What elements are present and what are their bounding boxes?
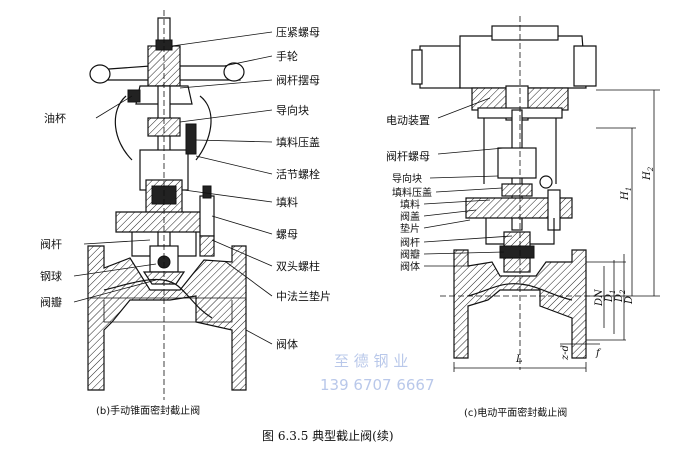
label-gasket-c: 垫片: [400, 222, 420, 235]
watermark-phone: 139 6707 6667: [320, 376, 435, 394]
watermark-company: 至 德 钢 业: [334, 352, 408, 370]
label-stem: 阀杆: [40, 237, 62, 251]
watermark: 至 德 钢 业 139 6707 6667: [320, 352, 435, 394]
dim-d2: D2: [614, 289, 627, 303]
label-eye-bolt: 活节螺栓: [276, 167, 320, 181]
label-guide-block-c: 导向块: [392, 172, 422, 185]
dim-l: L: [515, 354, 523, 365]
label-actuator: 电动装置: [386, 114, 430, 127]
right-labels: 电动装置 阀杆螺母 导向块 填料压盖 填料 阀盖 垫片 阀杆 阀瓣 阀体 H1 …: [386, 114, 655, 419]
dim-dn: DN: [594, 288, 605, 307]
left-labels: 压紧螺母 手轮 阀杆摆母 导向块 油杯 填料压盖 活节螺栓 填料 阀杆 螺母 双…: [40, 26, 331, 417]
caption-left: (b)手动锥面密封截止阀: [96, 404, 200, 417]
dim-h1: H1: [620, 187, 633, 201]
left-leader-lines: [73, 31, 273, 345]
label-gland-nut: 压紧螺母: [276, 26, 320, 39]
label-disc-c: 阀瓣: [400, 248, 420, 261]
dim-zd: z-d: [560, 345, 571, 361]
label-body-c: 阀体: [400, 260, 420, 273]
caption-right: (c)电动平面密封截止阀: [464, 406, 567, 419]
dim-h2: H2: [642, 166, 655, 181]
right-dimension-lines: [453, 89, 660, 372]
label-packing-gland: 填料压盖: [276, 135, 320, 149]
label-handwheel: 手轮: [276, 49, 298, 63]
dim-d: D: [624, 296, 635, 305]
label-body: 阀体: [276, 337, 298, 351]
label-stud: 双头螺柱: [276, 259, 320, 273]
label-bonnet-c: 阀盖: [400, 210, 420, 223]
figure-title: 图 6.3.5 典型截止阀(续): [262, 429, 394, 443]
label-stem-nut-c: 阀杆螺母: [386, 149, 430, 163]
label-nut: 螺母: [276, 228, 298, 241]
label-packing-c: 填料: [400, 198, 420, 211]
right-leader-lines: [423, 97, 513, 267]
label-packing: 填料: [276, 195, 298, 209]
label-packing-gland-c: 填料压盖: [392, 186, 432, 199]
label-guide-block: 导向块: [276, 103, 309, 117]
label-steel-ball: 钢球: [40, 269, 62, 283]
label-flange-gasket: 中法兰垫片: [276, 289, 331, 303]
dim-d1: D1: [604, 290, 617, 304]
dim-f: f: [595, 348, 602, 359]
label-stem-c: 阀杆: [400, 236, 420, 249]
label-stem-nut: 阀杆摆母: [276, 73, 320, 87]
manual-globe-valve-drawing: [87, 10, 247, 400]
electric-globe-valve-drawing: [411, 16, 600, 370]
label-disc: 阀瓣: [40, 295, 62, 309]
label-oil-cup: 油杯: [44, 111, 66, 125]
